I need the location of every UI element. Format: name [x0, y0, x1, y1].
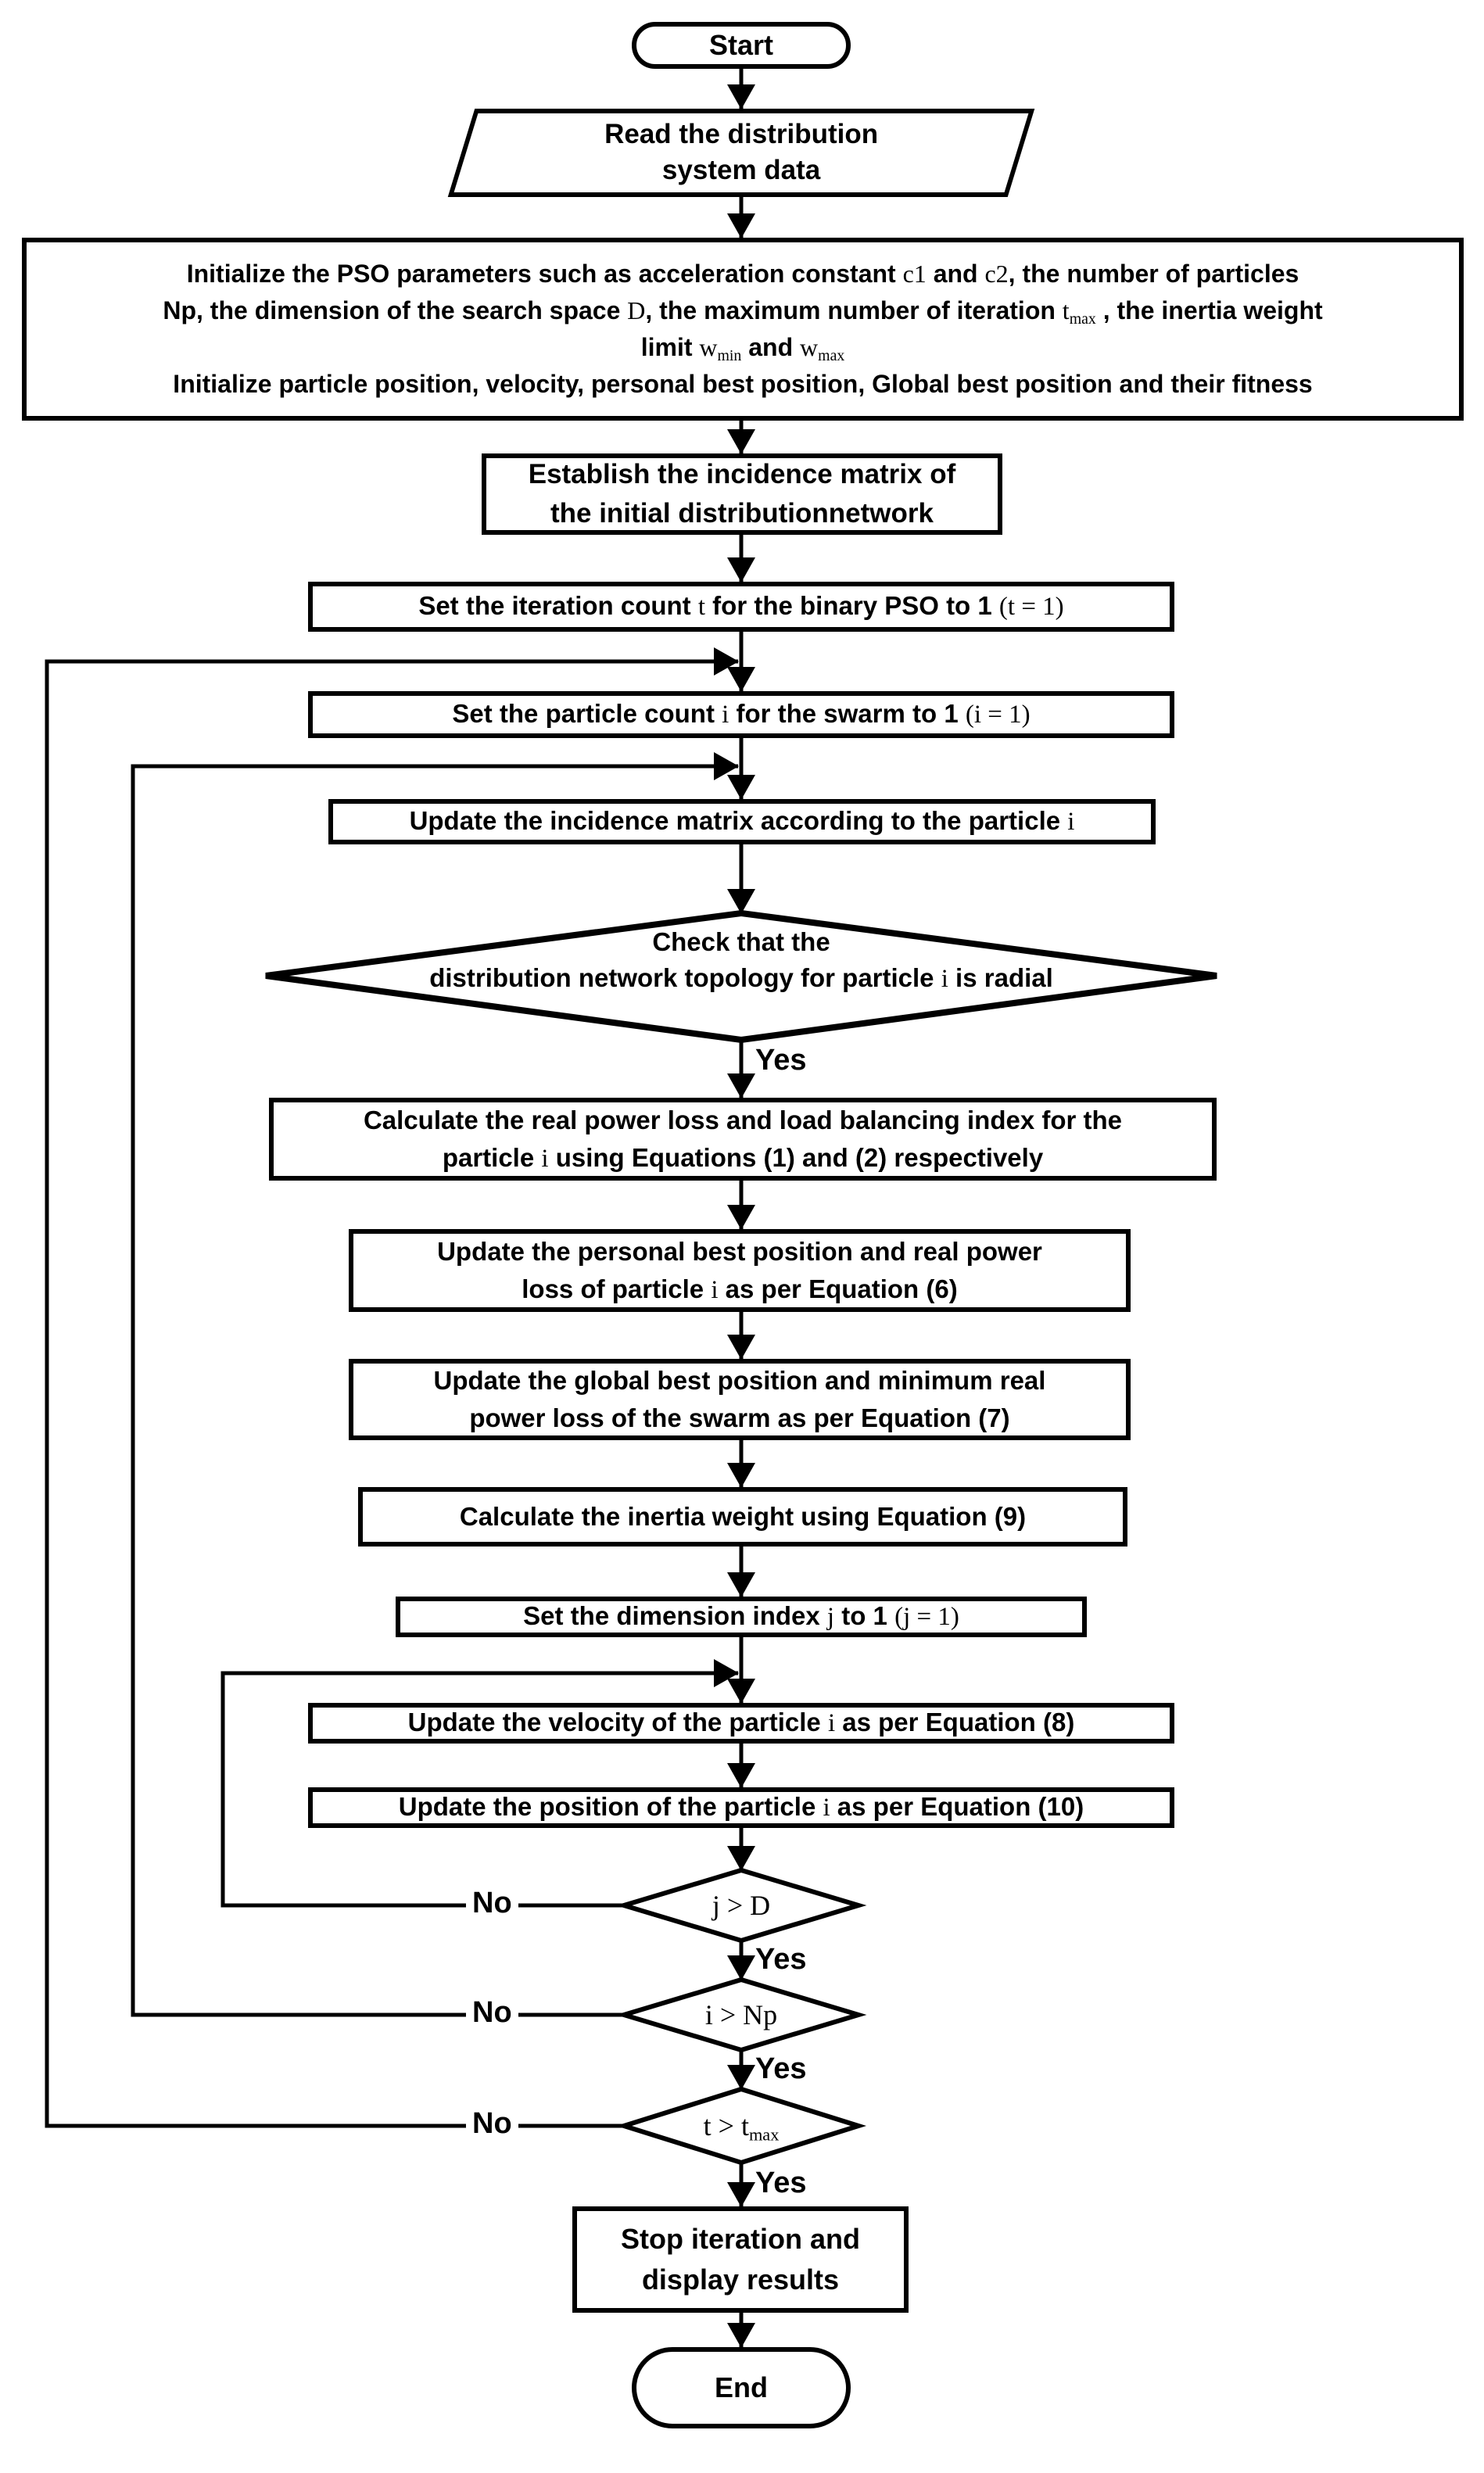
dimension-index-label: Set the dimension index j to 1 (j = 1) — [523, 1601, 959, 1632]
end-label: End — [715, 2371, 768, 2404]
no-label-iteration: No — [466, 2107, 518, 2141]
update-incidence-process: Update the incidence matrix according to… — [328, 799, 1156, 844]
particle-check-diamond-shape — [615, 1977, 867, 2053]
update-velocity-label: Update the velocity of the particle i as… — [407, 1708, 1075, 1738]
update-incidence-label: Update the incidence matrix according to… — [409, 806, 1075, 837]
personal-best-label: Update the personal best position and re… — [437, 1236, 1042, 1304]
yes-label-dimension: Yes — [755, 1943, 807, 1976]
start-label: Start — [708, 29, 774, 62]
calculate-loss-label: Calculate the real power loss and load b… — [363, 1105, 1123, 1173]
end-terminator: End — [632, 2347, 851, 2428]
global-best-label: Update the global best position and mini… — [433, 1366, 1046, 1432]
yes-label-iteration: Yes — [755, 2167, 807, 2199]
inertia-weight-label: Calculate the inertia weight using Equat… — [459, 1502, 1027, 1532]
iteration-check-decision: t > tmax — [624, 2097, 858, 2155]
update-velocity-process: Update the velocity of the particle i as… — [308, 1703, 1174, 1744]
inertia-weight-process: Calculate the inertia weight using Equat… — [358, 1487, 1127, 1547]
set-particle-label: Set the particle count i for the swarm t… — [452, 699, 1031, 729]
global-best-process: Update the global best position and mini… — [349, 1359, 1131, 1440]
set-particle-process: Set the particle count i for the swarm t… — [308, 691, 1174, 738]
dimension-check-decision: j > D — [624, 1876, 858, 1934]
dimension-check-diamond-shape — [615, 1867, 867, 1944]
initialize-process: Initialize the PSO parameters such as ac… — [22, 238, 1464, 421]
personal-best-process: Update the personal best position and re… — [349, 1229, 1131, 1312]
dimension-check-label: j > D — [712, 1890, 771, 1921]
iteration-check-diamond-shape — [615, 2086, 867, 2166]
dimension-index-process: Set the dimension index j to 1 (j = 1) — [396, 1597, 1087, 1637]
calculate-loss-process: Calculate the real power loss and load b… — [269, 1098, 1217, 1181]
iteration-check-label: t > tmax — [703, 2110, 780, 2145]
particle-check-decision: i > Np — [624, 1986, 858, 2044]
yes-label-particle: Yes — [755, 2052, 807, 2085]
update-position-label: Update the position of the particle i as… — [398, 1792, 1084, 1822]
start-terminator: Start — [632, 22, 851, 69]
set-iteration-label: Set the iteration count t for the binary… — [418, 591, 1064, 622]
particle-check-label: i > Np — [704, 1999, 778, 2030]
update-position-process: Update the position of the particle i as… — [308, 1787, 1174, 1828]
set-iteration-process: Set the iteration count t for the binary… — [308, 582, 1174, 632]
yes-label-radial: Yes — [755, 1044, 807, 1077]
radial-check-diamond-shape — [265, 909, 1217, 1044]
initialize-label: Initialize the PSO parameters such as ac… — [163, 260, 1323, 398]
no-label-particle: No — [466, 1996, 518, 2030]
no-label-dimension: No — [466, 1887, 518, 1920]
